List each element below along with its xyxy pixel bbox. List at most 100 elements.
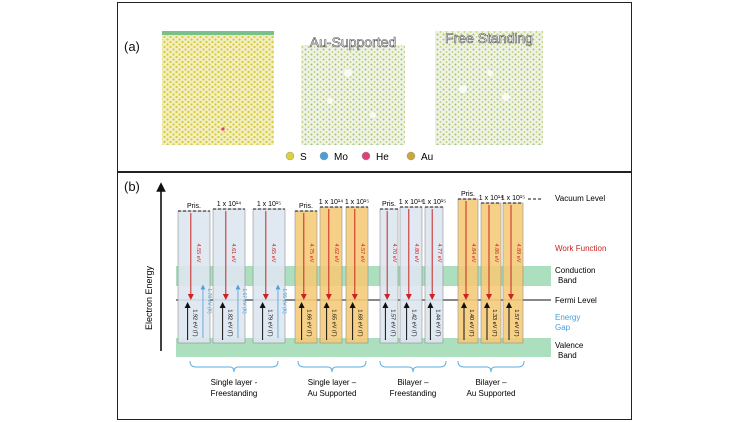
column-header: 1 x 10¹⁴: [217, 201, 241, 208]
column-box: [480, 202, 502, 344]
y-axis-label: Electron Energy: [144, 265, 154, 330]
work-function-value: 4.86 eV: [493, 244, 499, 263]
work-function-value: 4.75 eV: [308, 244, 314, 263]
column-header: 1 x 10¹⁴: [479, 195, 503, 202]
legend-label-au: Au: [421, 152, 433, 163]
band-column: 1 x 10¹⁴ 4.62 eV 1.65 eV (Γ): [319, 199, 343, 344]
legend-label-he: He: [376, 152, 389, 163]
group-label-line1: Single layer -: [211, 378, 258, 387]
column-header: Pris.: [461, 191, 475, 198]
group-bracket: [457, 360, 525, 373]
band-column: Pris. 4.84 eV 1.40 eV (Γ): [457, 191, 479, 344]
column-header: Pris.: [299, 203, 313, 210]
group-label-line2: Au Supported: [467, 389, 516, 398]
panel-b-label: (b): [124, 179, 140, 194]
gap-value: 1.92 eV (Γ): [192, 309, 198, 336]
conduction-label-2: Band: [558, 276, 577, 285]
band-column: Pris. 4.75 eV 1.66 eV (Γ): [294, 203, 318, 344]
gap-k-value: 1.55 eV (K): [281, 288, 287, 314]
gap-value: 1.68 eV (Γ): [357, 309, 363, 336]
group-label-line2: Freestanding: [211, 389, 258, 398]
fermi-level-label: Fermi Level: [555, 296, 597, 305]
band-diagram: Electron Energy Pris. 4.55 eV 1.92 eV (Γ) 1…: [144, 182, 606, 398]
work-function-value: 4.65 eV: [270, 244, 276, 263]
au-supported-title: Au-Supported: [310, 34, 396, 50]
gap-value: 1.79 eV (Γ): [267, 309, 273, 336]
gap-value: 1.65 eV (Γ): [331, 309, 337, 336]
column-header: 1 x 10¹⁴: [319, 199, 343, 206]
valence-label-2: Band: [558, 351, 577, 360]
legend-label-s: S: [300, 152, 307, 163]
column-header: 1 x 10¹⁵: [257, 201, 281, 208]
legend-dot-mo: [319, 151, 329, 161]
legend-label-mo: Mo: [334, 152, 348, 163]
band-column: 1 x 10¹⁵ 4.57 eV 1.68 eV (Γ): [345, 199, 369, 344]
column-header: Pris.: [187, 203, 201, 210]
gap-k-value: 1.67 eV (K): [241, 288, 247, 314]
gap-value: 1.33 eV (Γ): [491, 309, 497, 336]
column-box: [252, 208, 286, 344]
panel-a-label: (a): [124, 39, 140, 54]
work-function-value: 4.62 eV: [333, 244, 339, 263]
work-function-label: Work Function: [555, 244, 606, 253]
legend-dot-au: [406, 151, 416, 161]
au-supported-sheet-image: [301, 45, 405, 145]
gap-k-value: 1.78 eV (K): [206, 288, 212, 314]
free-standing-sheet-image: [435, 31, 543, 145]
group-label-line1: Bilayer –: [475, 378, 507, 387]
column-header: Pris.: [382, 201, 396, 208]
group-label-line2: Freestanding: [390, 389, 437, 398]
group-label-line2: Au Supported: [308, 389, 357, 398]
atom-legend: S Mo He Au: [285, 151, 433, 163]
energy-gap-label-1: Energy: [555, 313, 580, 322]
work-function-value: 4.84 eV: [470, 244, 476, 263]
valence-label-1: Valence: [555, 341, 584, 350]
gap-value: 1.82 eV (Γ): [227, 309, 233, 336]
column-header: 1 x 10¹⁵: [345, 199, 369, 206]
gap-value: 1.40 eV (Γ): [468, 309, 474, 336]
free-standing-title: Free Standing: [445, 30, 533, 46]
band-column: 1 x 10¹⁵ 4.65 eV 1.79 eV (Γ) 1.55 eV (K): [252, 201, 287, 344]
conduction-label-1: Conduction: [555, 266, 595, 275]
gap-value: 1.57 eV (Γ): [513, 309, 519, 336]
column-box: [457, 198, 479, 344]
work-function-value: 4.80 eV: [413, 244, 419, 263]
group-bracket: [379, 360, 447, 373]
column-box: [212, 208, 246, 344]
group-label-line1: Single layer –: [308, 378, 357, 387]
work-function-value: 4.70 eV: [391, 244, 397, 263]
band-column: 1 x 10¹⁴ 4.86 eV 1.33 eV (Γ): [479, 195, 503, 344]
group-bracket: [297, 360, 367, 373]
band-column: 1 x 10¹⁵ 4.89 eV 1.57 eV (Γ): [501, 195, 525, 344]
column-header: 1 x 10¹⁵: [501, 195, 525, 202]
legend-dot-s: [285, 151, 295, 161]
panel-a-graphic: Au-Supported Free Standing S Mo He Au: [162, 30, 543, 163]
gap-value: 1.57 eV (Γ): [389, 309, 395, 336]
work-function-value: 4.89 eV: [515, 244, 521, 263]
gap-value: 1.42 eV (Γ): [411, 309, 417, 336]
energy-gap-label-2: Gap: [555, 323, 571, 332]
column-box: [379, 208, 399, 344]
panel-b: (b) Electron Energy Pris. 4.55 eV 1.92 eV …: [117, 172, 632, 420]
vacuum-level-label: Vacuum Level: [555, 194, 605, 203]
gap-value: 1.44 eV (Γ): [434, 309, 440, 336]
column-box: [424, 206, 444, 344]
band-column: 1 x 10¹⁴ 4.80 eV 1.42 eV (Γ): [399, 199, 423, 344]
column-header: 1 x 10¹⁴: [399, 199, 423, 206]
band-column: Pris. 4.70 eV 1.57 eV (Γ): [379, 201, 399, 344]
band-column: 1 x 10¹⁴ 4.61 eV 1.82 eV (Γ) 1.67 eV (K): [212, 201, 247, 344]
column-header: 1 x 10¹⁵: [422, 199, 446, 206]
column-box: [502, 202, 524, 344]
work-function-value: 4.57 eV: [359, 244, 365, 263]
legend-dot-he: [361, 151, 371, 161]
band-column: Pris. 4.55 eV 1.92 eV (Γ) 1.78 eV (K): [177, 203, 212, 344]
group-label-line1: Bilayer –: [397, 378, 429, 387]
work-function-value: 4.61 eV: [230, 244, 236, 263]
band-column: 1 x 10¹⁵ 4.77 eV 1.44 eV (Γ): [422, 199, 446, 344]
panel-a: (a) Au-Supported: [117, 2, 632, 172]
work-function-value: 4.55 eV: [195, 244, 201, 263]
pristine-sheet-image: [162, 31, 274, 145]
work-function-value: 4.77 eV: [436, 244, 442, 263]
gap-value: 1.66 eV (Γ): [306, 309, 312, 336]
group-bracket: [189, 360, 279, 373]
